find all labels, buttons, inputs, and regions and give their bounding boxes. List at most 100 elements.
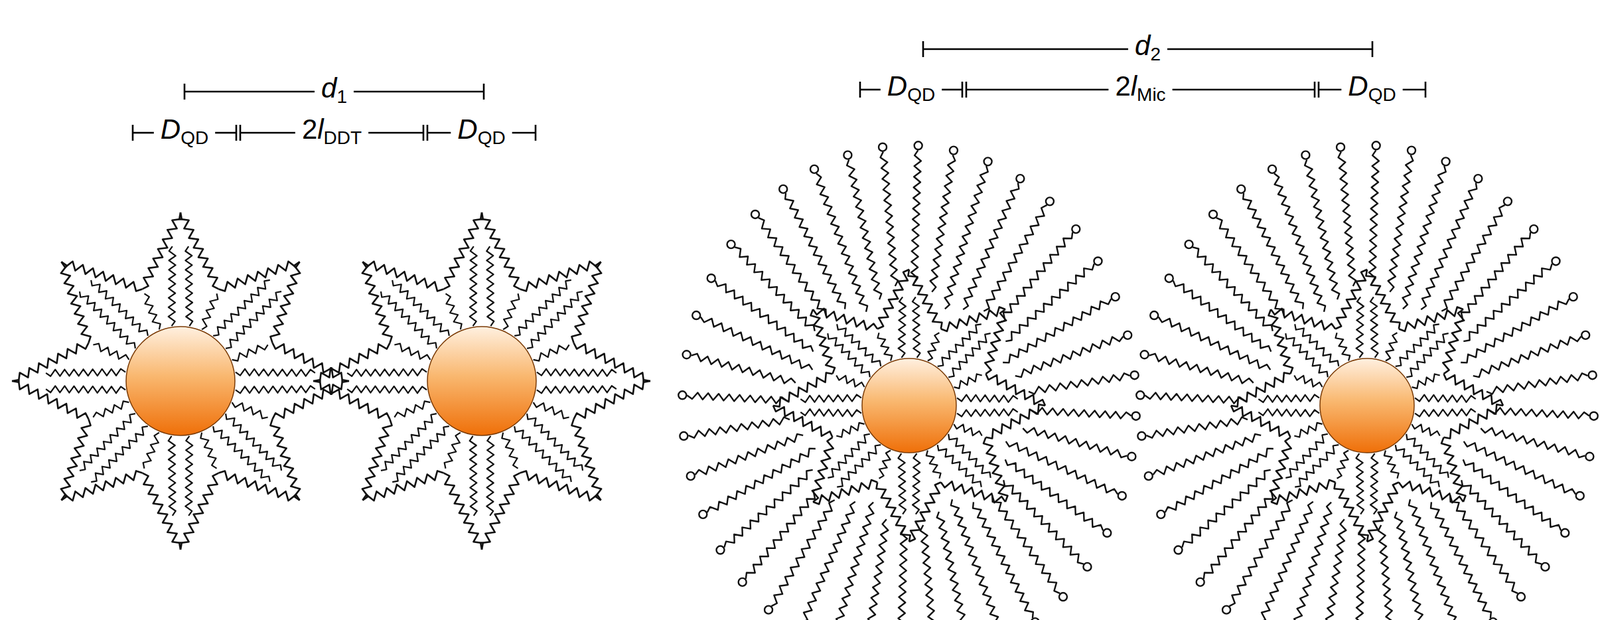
ligand-chain bbox=[392, 280, 450, 336]
ligand-chain bbox=[1367, 481, 1399, 542]
head-group bbox=[1016, 174, 1024, 183]
ligand-chain bbox=[92, 343, 129, 360]
ligand-chain bbox=[836, 444, 881, 488]
head-group bbox=[679, 432, 688, 440]
head-group bbox=[1102, 528, 1111, 537]
dimension-line bbox=[966, 88, 1109, 91]
ligand-chain bbox=[526, 413, 583, 471]
head-group bbox=[1560, 528, 1569, 537]
ligand-chain bbox=[707, 448, 816, 513]
ligand-chain bbox=[394, 400, 431, 417]
ligand-chain bbox=[1005, 263, 1094, 342]
dimension-line bbox=[1172, 88, 1315, 91]
ligand-chain bbox=[45, 368, 126, 377]
ligand-chain bbox=[1450, 495, 1518, 594]
ligand-chain bbox=[1398, 481, 1464, 503]
dimension-line bbox=[941, 88, 963, 91]
dimension-line bbox=[922, 41, 925, 58]
ligand-chain bbox=[880, 151, 898, 287]
ligand-chain bbox=[983, 437, 1008, 502]
head-group bbox=[878, 143, 887, 152]
head-group bbox=[1503, 197, 1512, 206]
ligand-chain bbox=[514, 280, 572, 336]
ligand-chain bbox=[1414, 408, 1476, 417]
ligand-chain bbox=[270, 261, 300, 343]
quantum-dot bbox=[427, 326, 537, 436]
quantum-dot bbox=[862, 358, 957, 453]
ligand-chain bbox=[61, 261, 143, 292]
ligand-chain bbox=[1257, 501, 1314, 620]
dimension-line bbox=[1371, 41, 1374, 58]
dimension-label-group: DQD bbox=[454, 115, 508, 148]
ligand-chain bbox=[235, 368, 316, 377]
ligand-chain bbox=[926, 449, 942, 478]
ligand-chain bbox=[1192, 246, 1273, 331]
ligand-chain bbox=[232, 402, 269, 419]
dimension-label: QD bbox=[1368, 84, 1397, 105]
ligand-chain bbox=[830, 502, 874, 620]
head-group bbox=[843, 151, 852, 160]
ligand-chain bbox=[92, 400, 129, 417]
head-group bbox=[1489, 617, 1498, 620]
dimension-line bbox=[1424, 81, 1427, 98]
head-group bbox=[1473, 174, 1482, 183]
head-group bbox=[1268, 165, 1277, 174]
ligand-chain bbox=[1294, 375, 1322, 388]
ligand-chain bbox=[1486, 372, 1589, 394]
head-group bbox=[698, 510, 707, 519]
ligand-chain bbox=[1337, 449, 1350, 478]
ligand-chain bbox=[810, 309, 835, 374]
dimension-label: d bbox=[321, 72, 337, 104]
ligand-chain bbox=[380, 291, 437, 349]
dimension-label: 2 bbox=[1150, 43, 1161, 65]
head-group bbox=[1576, 491, 1585, 500]
ligand-chain bbox=[574, 343, 651, 383]
ligand-chain bbox=[1304, 159, 1340, 300]
ligand-chain bbox=[920, 524, 938, 620]
head-group bbox=[692, 311, 701, 320]
dimension-line bbox=[132, 132, 154, 135]
dimension-line bbox=[534, 124, 537, 141]
ligand-chain bbox=[1356, 453, 1365, 515]
head-group bbox=[1118, 491, 1127, 500]
ligand-chain bbox=[877, 332, 892, 361]
ligand-chain bbox=[992, 495, 1060, 594]
ligand-chain bbox=[362, 418, 393, 500]
dimension-label-group: 2lDDT bbox=[299, 115, 365, 148]
ligand-chain bbox=[879, 449, 892, 478]
head-group bbox=[1132, 412, 1141, 421]
ligand-chain bbox=[142, 212, 182, 289]
head-group bbox=[727, 240, 736, 249]
ligand-chain bbox=[898, 296, 906, 358]
ligand-chain bbox=[1411, 373, 1440, 389]
ligand-chain bbox=[1146, 416, 1248, 438]
ligand-chain bbox=[1158, 316, 1271, 370]
ligand-chain bbox=[1015, 336, 1124, 377]
head-group bbox=[716, 546, 725, 555]
ligand-chain bbox=[1384, 449, 1399, 478]
ligand-chain bbox=[168, 436, 176, 516]
ligand-chain bbox=[690, 353, 796, 384]
ligand-chain bbox=[941, 307, 1006, 332]
dimension-line bbox=[132, 124, 135, 141]
ligand-chain bbox=[1294, 323, 1339, 367]
ligand-chain bbox=[272, 343, 350, 383]
dimension-line bbox=[427, 132, 451, 135]
ligand-chain bbox=[827, 333, 871, 377]
ligand-chain bbox=[143, 432, 160, 469]
ligand-chain bbox=[953, 373, 982, 389]
ligand-chain bbox=[519, 470, 601, 501]
head-group bbox=[764, 605, 773, 614]
ligand-chain bbox=[927, 332, 940, 361]
ligand-chain bbox=[800, 394, 862, 403]
ligand-chain bbox=[827, 434, 871, 478]
ligand-chain bbox=[1203, 488, 1278, 579]
ligand-chain bbox=[1270, 308, 1336, 330]
ligand-chain bbox=[1441, 437, 1466, 502]
head-group bbox=[678, 390, 687, 399]
ligand-chain bbox=[1181, 469, 1271, 548]
ligand-chain bbox=[347, 385, 427, 393]
dimension-line bbox=[483, 83, 486, 100]
head-group bbox=[1123, 331, 1132, 340]
head-group bbox=[1185, 240, 1194, 249]
